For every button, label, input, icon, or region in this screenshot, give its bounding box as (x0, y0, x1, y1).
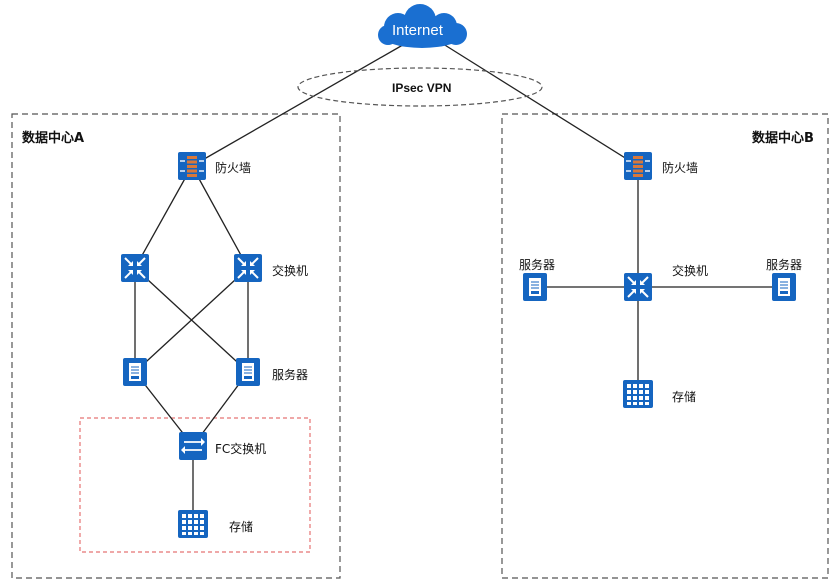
server-icon (772, 273, 796, 301)
server-icon (523, 273, 547, 301)
dc-b-server-left-label: 服务器 (519, 258, 556, 272)
fc-san-area (79, 417, 311, 553)
storage-icon (178, 510, 208, 538)
dc-a-switch-label: 交换机 (272, 264, 309, 278)
dc-a-boundary (11, 113, 341, 579)
dc-a-fc-switch-label: FC交换机 (215, 442, 267, 456)
switch-icon (121, 254, 149, 282)
internet-cloud-icon (378, 4, 467, 48)
dc-a-firewall-label: 防火墙 (215, 161, 252, 175)
internet-label: Internet (392, 22, 443, 39)
vpn-tunnel-ellipse (297, 67, 543, 107)
link-internet-fw-b (439, 41, 639, 167)
dc-b-firewall-label: 防火墙 (662, 161, 699, 175)
dc-b-storage-label: 存储 (672, 390, 697, 404)
fc-switch-icon (179, 432, 207, 460)
switch-icon (234, 254, 262, 282)
dc-b-title: 数据中心B (752, 131, 814, 146)
dc-a-server-label: 服务器 (272, 368, 309, 382)
dc-a-title: 数据中心A (22, 131, 85, 146)
dc-b-boundary (501, 113, 829, 579)
link-fw-a-switch-2 (191, 165, 249, 269)
dc-b-switch-label: 交换机 (672, 264, 709, 278)
dc-a-storage-label: 存储 (229, 520, 254, 534)
link-internet-fw-a (191, 41, 409, 167)
firewall-icon (624, 152, 652, 180)
storage-icon (623, 380, 653, 408)
switch-icon (624, 273, 652, 301)
link-switch2-server1 (134, 267, 249, 373)
firewall-icon (178, 152, 206, 180)
server-icon (123, 358, 147, 386)
link-fw-a-switch-1 (134, 165, 193, 269)
vpn-label: IPsec VPN (392, 81, 452, 95)
server-icon (236, 358, 260, 386)
dc-b-server-right-label: 服务器 (766, 258, 803, 272)
